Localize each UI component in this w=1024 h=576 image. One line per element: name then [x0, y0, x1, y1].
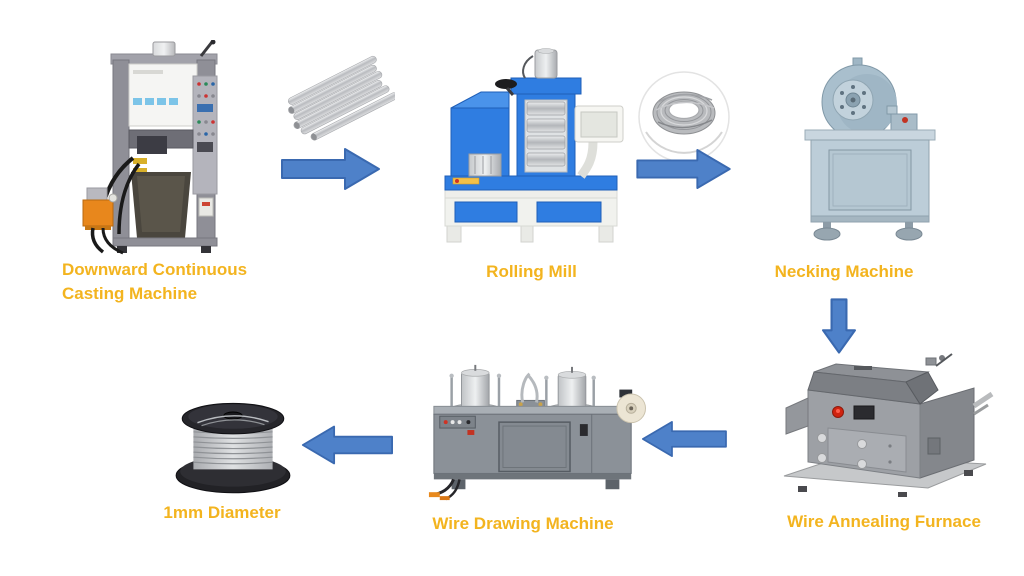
arrow-right-icon [636, 149, 731, 189]
arrow-left-icon [301, 425, 393, 465]
drawing-machine-illustration [428, 364, 646, 501]
arrow-right-icon [281, 148, 380, 190]
wire-coil-icon [638, 71, 730, 163]
arrow-left-icon [641, 421, 727, 457]
metal-rods-icon [288, 55, 395, 141]
station-label-drawing-machine: Wire Drawing Machine [432, 514, 614, 533]
station-label-output-spool: 1mm Diameter [163, 503, 281, 522]
station-label-annealing-furnace: Wire Annealing Furnace [787, 512, 981, 531]
station-label-necking-machine: Necking Machine [774, 262, 914, 281]
station-label-casting-machine: Downward Continuous Casting Machine [62, 260, 248, 303]
wire-spool-illustration [175, 402, 291, 494]
necking-machine-illustration [804, 57, 936, 241]
annealing-furnace-illustration [783, 353, 994, 497]
rolling-mill-illustration [444, 48, 624, 243]
casting-machine-illustration [82, 40, 218, 255]
station-label-rolling-mill: Rolling Mill [486, 262, 577, 281]
arrow-down-icon [822, 298, 856, 354]
